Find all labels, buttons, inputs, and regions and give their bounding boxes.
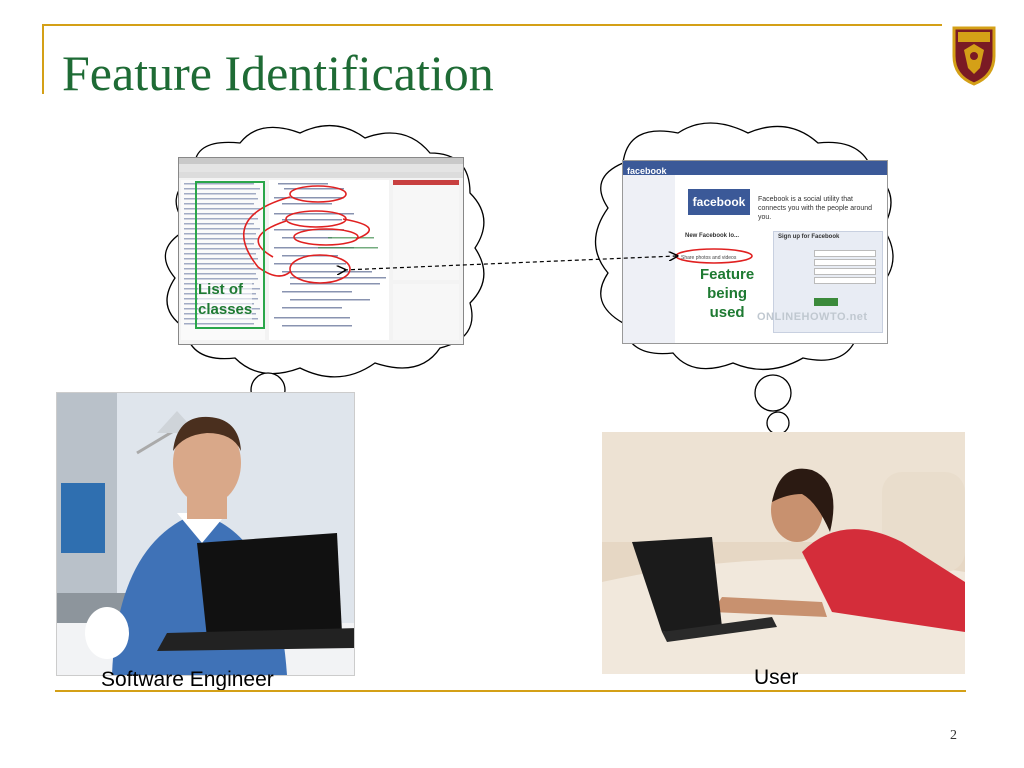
signup-field (814, 250, 876, 257)
classes-label-line2: classes (198, 301, 253, 318)
feature-label-line1: Feature (700, 266, 755, 283)
classes-label-line1: List of (198, 281, 243, 298)
crest-logo (952, 26, 996, 86)
user-photo (602, 432, 965, 674)
signup-field (814, 268, 876, 275)
facebook-signup-title: Sign up for Facebook (778, 234, 840, 240)
facebook-new-heading: New Facebook lo... (685, 233, 740, 239)
facebook-tagline: Facebook is a social utility that connec… (758, 196, 873, 221)
feature-label-line2: being (707, 285, 748, 302)
class-list-highlight (195, 181, 265, 329)
method-highlights (242, 185, 370, 284)
facebook-feature-item: Share photos and videos (681, 255, 737, 261)
signup-button (814, 298, 838, 306)
signup-field (814, 259, 876, 266)
classes-label: List of classes (198, 280, 253, 320)
watermark: ONLINEHOWTO.net (757, 311, 868, 323)
title-rule (42, 24, 942, 26)
slide-title: Feature Identification (62, 45, 494, 101)
facebook-screenshot: facebook facebook Facebook is a social u… (622, 160, 888, 344)
software-engineer-caption: Software Engineer (101, 668, 274, 691)
facebook-logo: facebook (688, 189, 750, 215)
feature-label-line3: used (709, 304, 745, 321)
feature-label: Feature being used (700, 265, 754, 322)
user-caption: User (754, 666, 799, 689)
facebook-header: facebook (623, 161, 887, 176)
title-side-rule (42, 24, 44, 94)
signup-field (814, 277, 876, 284)
facebook-header-text: facebook (627, 166, 667, 176)
page-number: 2 (950, 728, 957, 743)
facebook-signup-box: Sign up for Facebook (773, 231, 883, 333)
software-engineer-photo (56, 392, 355, 676)
feature-code-link-arrow (330, 250, 690, 280)
footer-rule (55, 690, 966, 692)
